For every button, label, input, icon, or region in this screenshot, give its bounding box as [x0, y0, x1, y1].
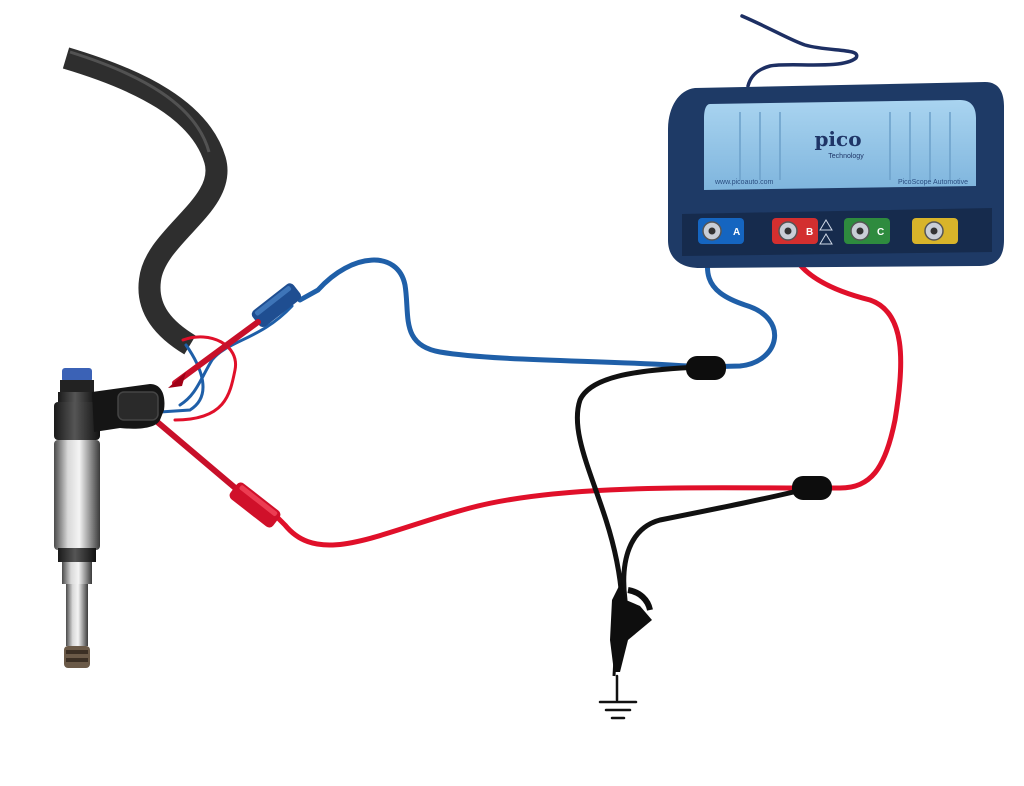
- scope-brand: pico: [814, 127, 861, 151]
- injector-connector: [117, 391, 159, 421]
- channel-c-input[interactable]: C: [844, 218, 890, 244]
- fuel-injector: [54, 368, 165, 668]
- red-backprobe-upper: [168, 319, 261, 388]
- channel-a-input[interactable]: A: [698, 218, 744, 244]
- red-backprobe-lower: [152, 417, 243, 495]
- scope-model: PicoScope Automotive: [898, 179, 968, 186]
- scope-website: www.picoauto.com: [714, 179, 774, 186]
- scope-brand-sub: Technology: [828, 153, 864, 160]
- ground-icon: [598, 674, 638, 720]
- channel-c-label: C: [877, 227, 884, 238]
- red-lead: [267, 233, 904, 548]
- warning-icon: [819, 219, 833, 245]
- channel-d-input[interactable]: [912, 218, 958, 244]
- red-lead-splice: [792, 476, 832, 500]
- usb-cable: [740, 14, 859, 88]
- black-lead-b-ground: [621, 485, 813, 603]
- crocodile-clip-icon: [610, 580, 653, 677]
- red-probe-sleeve: [229, 482, 281, 528]
- channel-b-label: B: [806, 227, 813, 238]
- fuel-hose: [62, 47, 228, 355]
- black-lead-a-ground: [574, 364, 703, 603]
- blue-lead-splice: [686, 356, 726, 380]
- blue-probe-sleeve: [251, 283, 302, 328]
- channel-a-label: A: [733, 227, 740, 238]
- blue-lead: [297, 233, 777, 370]
- channel-b-input[interactable]: B: [772, 218, 818, 244]
